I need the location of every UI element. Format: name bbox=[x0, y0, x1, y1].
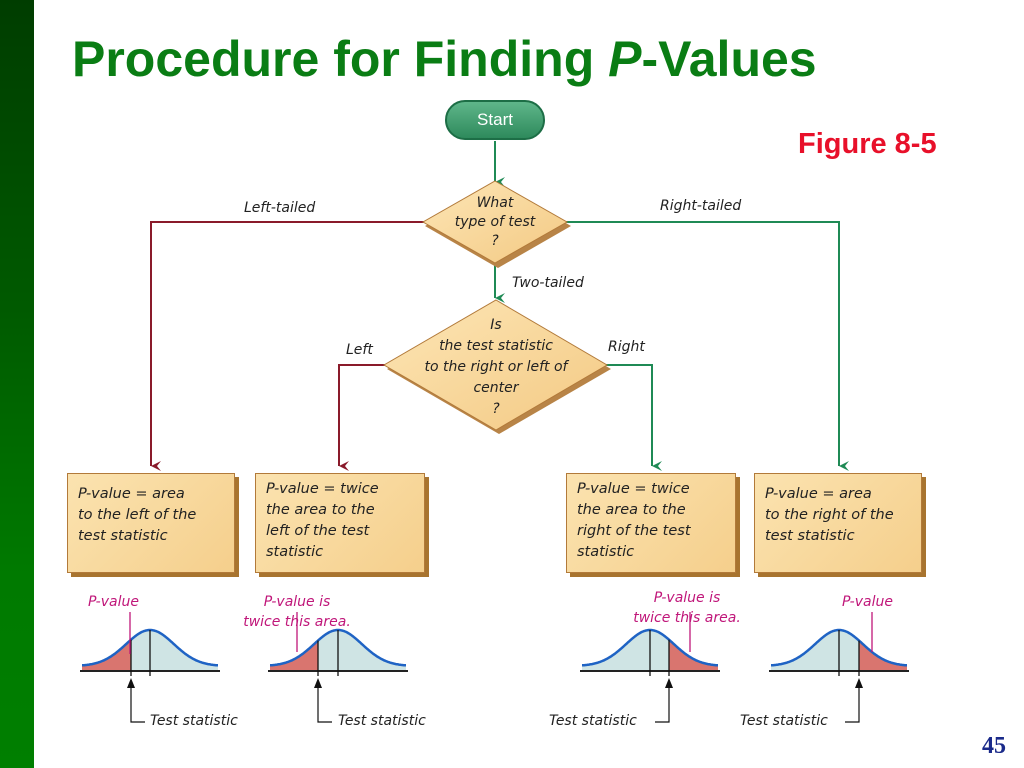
result-box-two-tailed-right: P-value = twice the area to the right of… bbox=[566, 473, 736, 573]
box-line: the area to the bbox=[577, 502, 686, 518]
decision2-line: ? bbox=[492, 401, 500, 417]
edge-label-left-tailed: Left-tailed bbox=[244, 200, 316, 216]
shaded-tail bbox=[270, 640, 318, 670]
arrow-up-icon bbox=[665, 678, 673, 688]
connector-right bbox=[605, 364, 662, 471]
shaded-tail bbox=[82, 639, 131, 670]
caption-leader bbox=[655, 684, 670, 723]
pvalue-label-3: P-value is twice this area. bbox=[622, 588, 752, 628]
shaded-tail bbox=[859, 640, 907, 670]
box-line: statistic bbox=[266, 544, 324, 560]
edge-label-two-tailed: Two-tailed bbox=[512, 275, 584, 291]
box-line: test statistic bbox=[765, 528, 855, 544]
arrow-up-icon bbox=[314, 678, 322, 688]
box-line: test statistic bbox=[78, 528, 168, 544]
decision1-line: ? bbox=[491, 233, 499, 249]
pvalue-label-line: twice this area. bbox=[633, 610, 741, 626]
connector-right-tailed bbox=[566, 221, 849, 471]
decision-side bbox=[383, 299, 608, 431]
page-title: Procedure for Finding P-Values bbox=[72, 31, 817, 87]
result-box-left-tailed: P-value = area to the left of the test s… bbox=[67, 473, 235, 573]
pvalue-label-1: P-value bbox=[88, 594, 139, 610]
test-statistic-caption-2: Test statistic bbox=[338, 713, 426, 729]
decision1-line: type of test bbox=[454, 214, 536, 230]
box-line: left of the test bbox=[266, 523, 370, 539]
box-line: P-value = twice bbox=[266, 481, 379, 497]
decision2-line: to the right or left of bbox=[424, 359, 568, 375]
connector-left bbox=[338, 364, 385, 471]
box-line: P-value = twice bbox=[577, 481, 690, 497]
pvalue-label-line: P-value is bbox=[263, 594, 331, 610]
caption-leader bbox=[130, 684, 145, 723]
caption-leader bbox=[317, 684, 332, 723]
decision-side-text: Is the test statistic to the right or le… bbox=[386, 315, 606, 420]
pvalue-label-4: P-value bbox=[842, 594, 893, 610]
decision2-line: Is bbox=[490, 317, 502, 333]
decision2-line: center bbox=[473, 380, 519, 396]
box-line: to the left of the bbox=[78, 507, 197, 523]
box-line: to the right of the bbox=[765, 507, 894, 523]
result-box-two-tailed-left: P-value = twice the area to the left of … bbox=[255, 473, 425, 573]
box-line: P-value = area bbox=[765, 486, 872, 502]
decision2-line: the test statistic bbox=[439, 338, 553, 354]
decision1-line: What bbox=[476, 195, 514, 211]
box-line: right of the test bbox=[577, 523, 691, 539]
box-line: statistic bbox=[577, 544, 635, 560]
decision-test-type bbox=[421, 180, 569, 264]
result-box-right-tailed: P-value = area to the right of the test … bbox=[754, 473, 922, 573]
box-line: P-value = area bbox=[78, 486, 185, 502]
figure-label: Figure 8-5 bbox=[798, 128, 937, 160]
box-line: the area to the bbox=[266, 502, 375, 518]
page-number: 45 bbox=[982, 733, 1006, 759]
test-statistic-caption-3: Test statistic bbox=[549, 713, 637, 729]
test-statistic-caption-4: Test statistic bbox=[740, 713, 828, 729]
edge-label-right-tailed: Right-tailed bbox=[660, 198, 742, 214]
edge-label-right: Right bbox=[608, 339, 645, 355]
start-node: Start bbox=[445, 100, 545, 140]
connector-left-tailed bbox=[150, 221, 425, 471]
arrow-up-icon bbox=[127, 678, 135, 688]
test-statistic-caption-1: Test statistic bbox=[150, 713, 238, 729]
sidebar-accent bbox=[0, 0, 34, 768]
decision-test-type-text: What type of test ? bbox=[440, 194, 550, 251]
arrow-up-icon bbox=[855, 678, 863, 688]
caption-leader bbox=[845, 684, 860, 723]
pvalue-label-line: P-value is bbox=[653, 590, 721, 606]
shaded-tail bbox=[669, 639, 718, 670]
edge-label-left: Left bbox=[346, 342, 373, 358]
